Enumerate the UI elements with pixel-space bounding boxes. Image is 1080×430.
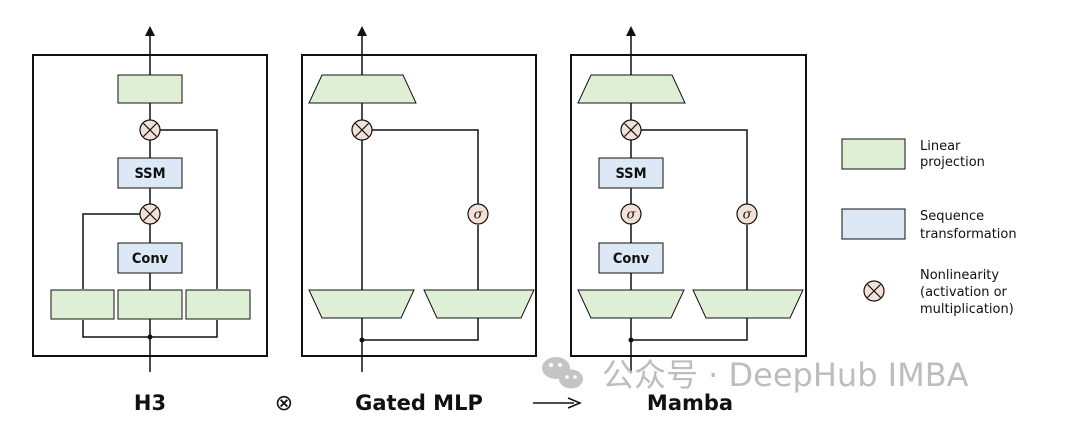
mamba-sigma-gate-symbol: σ bbox=[743, 208, 753, 223]
legend-sequence-swatch bbox=[841, 208, 906, 240]
gated-mlp-down-right bbox=[423, 289, 535, 319]
mamba-conv-label: Conv bbox=[613, 251, 650, 267]
h3-linear-right bbox=[185, 289, 251, 320]
h3-ssm-block bbox=[117, 157, 183, 189]
h3-split-dot bbox=[147, 334, 153, 340]
mamba-ssm-block bbox=[598, 157, 664, 189]
mamba-down-right bbox=[692, 289, 804, 319]
h3-panel: Conv SSM bbox=[32, 26, 268, 372]
watermark-text: 公众号 · DeepHub IMBA bbox=[602, 356, 969, 394]
mamba-multiply bbox=[620, 119, 642, 141]
gated-mlp-sigma-symbol: σ bbox=[474, 208, 484, 223]
h3-conv-block bbox=[117, 242, 183, 274]
legend-linear-line1: Linear bbox=[920, 139, 961, 154]
gated-mlp-up-proj bbox=[308, 74, 417, 104]
mamba-input-bus bbox=[631, 318, 748, 341]
h3-linear-mid bbox=[117, 289, 183, 320]
gated-mlp-frame bbox=[301, 54, 537, 357]
mamba-conv-block bbox=[598, 242, 664, 274]
mamba-down-left bbox=[577, 289, 685, 319]
h3-linear-left bbox=[50, 289, 115, 320]
legend-nonlinearity-line2: (activation or bbox=[920, 285, 1008, 300]
h3-left-branch bbox=[82, 213, 140, 289]
gated-mlp-panel: σ bbox=[301, 26, 537, 372]
transform-arrow bbox=[533, 397, 582, 409]
h3-linear-out bbox=[117, 74, 183, 104]
mamba-ssm-label: SSM bbox=[615, 166, 646, 182]
h3-right-branch bbox=[160, 129, 218, 289]
legend-linear-swatch bbox=[841, 138, 906, 170]
mamba-gate-upper bbox=[641, 129, 748, 204]
legend-nonlinearity-line3: multiplication) bbox=[920, 302, 1014, 317]
legend: Linear projection Sequence transformatio… bbox=[841, 138, 1017, 317]
h3-title: H3 bbox=[134, 391, 166, 415]
legend-sequence-line1: Sequence bbox=[920, 209, 984, 224]
mamba-frame bbox=[570, 54, 807, 357]
gated-mlp-down-left bbox=[308, 289, 415, 319]
gated-mlp-title: Gated MLP bbox=[355, 391, 483, 415]
gated-mlp-sigma: σ bbox=[467, 203, 489, 225]
gated-mlp-multiply bbox=[351, 119, 373, 141]
wechat-icon bbox=[542, 357, 583, 389]
mamba-split-dot bbox=[628, 337, 634, 343]
combine-operator: ⊗ bbox=[275, 391, 293, 416]
mamba-panel: Conv SSM σ σ bbox=[570, 26, 807, 372]
gated-mlp-split-dot bbox=[359, 337, 365, 343]
watermark: 公众号 · DeepHub IMBA bbox=[542, 356, 969, 394]
h3-multiply-lower bbox=[139, 203, 161, 225]
mamba-title: Mamba bbox=[647, 391, 733, 415]
mamba-sigma-main-symbol: σ bbox=[627, 208, 637, 223]
legend-sequence-line2: transformation bbox=[920, 227, 1017, 242]
gated-mlp-gate-upper bbox=[372, 129, 479, 204]
h3-multiply-upper bbox=[139, 119, 161, 141]
h3-ssm-label: SSM bbox=[134, 166, 165, 182]
legend-linear-line2: projection bbox=[920, 155, 985, 170]
gated-mlp-input-bus bbox=[362, 318, 479, 341]
mamba-sigma-gate: σ bbox=[736, 203, 758, 225]
mamba-up-proj bbox=[577, 74, 686, 104]
mamba-sigma-main: σ bbox=[620, 203, 642, 225]
legend-nonlinearity-icon bbox=[863, 280, 885, 302]
legend-nonlinearity-line1: Nonlinearity bbox=[920, 268, 999, 283]
h3-conv-label: Conv bbox=[132, 251, 169, 267]
